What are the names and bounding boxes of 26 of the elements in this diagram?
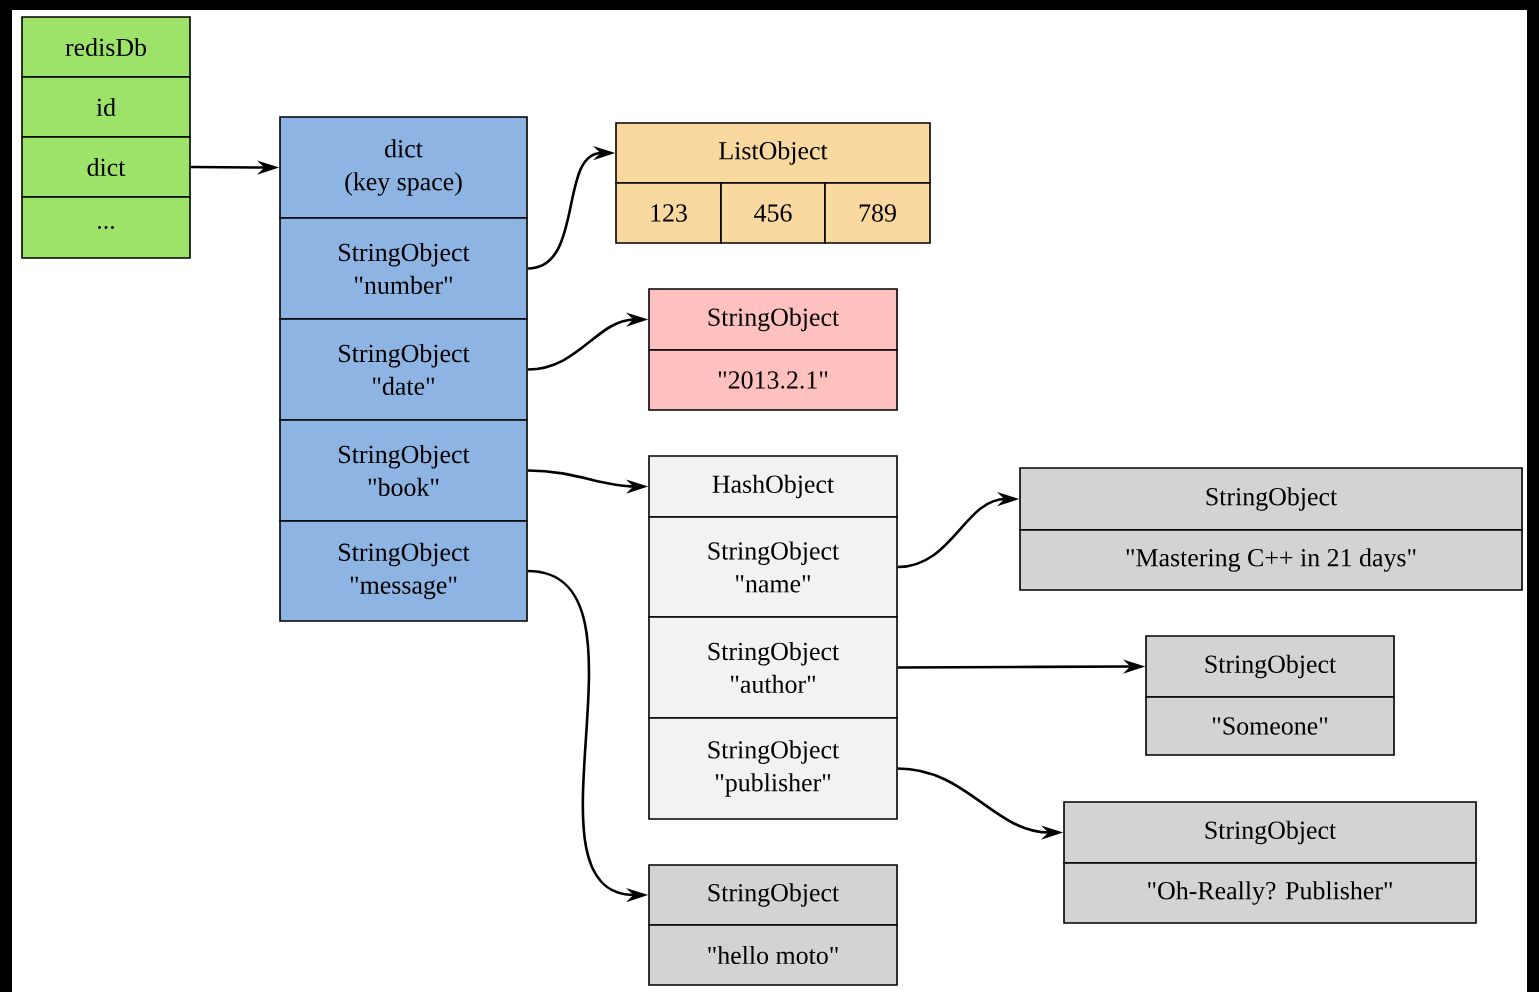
- record-cell: "2013.2.1": [648, 349, 898, 411]
- record-cell: redisDb: [21, 16, 191, 78]
- record-cell: HashObject: [648, 455, 898, 518]
- record-cell: StringObject "name": [648, 516, 898, 618]
- record-cell: 123: [615, 182, 722, 244]
- record-cell: id: [21, 76, 191, 138]
- record-cell: StringObject: [648, 864, 898, 926]
- record-cell: 789: [824, 182, 931, 244]
- record-cell: ...: [21, 196, 191, 259]
- record-cell: dict: [21, 136, 191, 198]
- record-cell: StringObject: [1063, 801, 1477, 864]
- record-cell: StringObject: [1019, 467, 1523, 531]
- record-cell: dict (key space): [279, 116, 528, 219]
- record-cell: StringObject "author": [648, 616, 898, 719]
- record-cell: "hello moto": [648, 924, 898, 986]
- record-cell: StringObject "number": [279, 217, 528, 320]
- record-cell: StringObject: [648, 288, 898, 351]
- record-cell: "Someone": [1145, 696, 1395, 756]
- record-cell: "Mastering C++ in 21 days": [1019, 529, 1523, 591]
- record-cell: StringObject "message": [279, 520, 528, 622]
- record-cell: StringObject "book": [279, 419, 528, 522]
- record-cell: "Oh-Really? Publisher": [1063, 862, 1477, 924]
- record-cell: 456: [720, 182, 826, 244]
- record-cell: StringObject: [1145, 635, 1395, 698]
- record-cell: StringObject "date": [279, 318, 528, 421]
- record-cell: StringObject "publisher": [648, 717, 898, 820]
